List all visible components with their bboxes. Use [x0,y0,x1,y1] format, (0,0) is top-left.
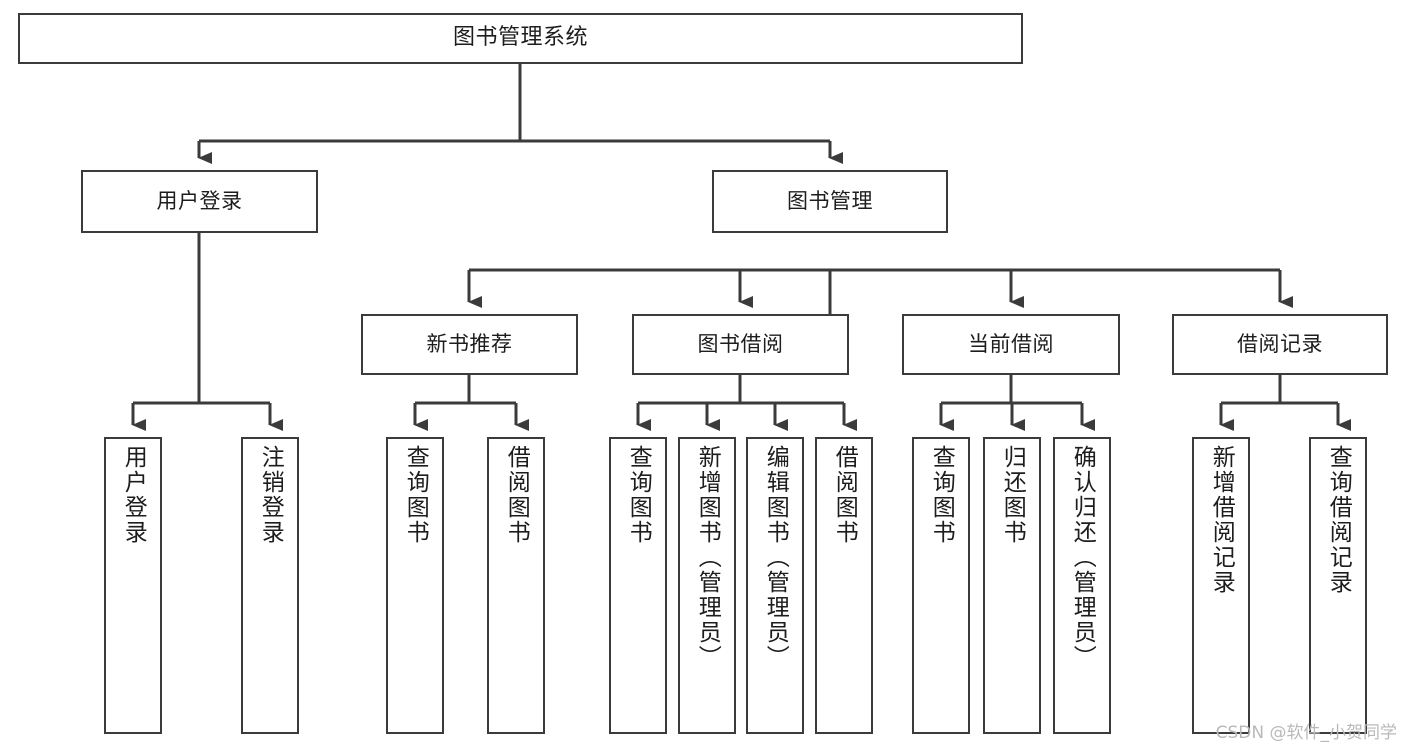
node-leaf-borrow-book-recommend[interactable]: 借阅图书 [487,437,545,734]
node-label: 当前借阅 [968,331,1054,356]
node-label: 图书借阅 [697,331,784,356]
node-leaf-query-borrow-record[interactable]: 查询借阅记录 [1309,437,1367,734]
node-label: 编辑图书（管理员） [762,445,789,670]
node-label: 用户登录 [156,188,243,213]
node-leaf-add-borrow-record[interactable]: 新增借阅记录 [1192,437,1250,734]
node-leaf-user-logout[interactable]: 注销登录 [241,437,299,734]
node-leaf-return-book[interactable]: 归还图书 [983,437,1041,734]
node-label: 确认归还（管理员） [1069,445,1096,670]
node-label: 新增图书（管理员） [694,445,721,670]
node-label: 查询借阅记录 [1325,445,1352,595]
node-current-borrow[interactable]: 当前借阅 [902,314,1120,375]
node-leaf-edit-book-admin[interactable]: 编辑图书（管理员） [746,437,804,734]
node-label: 新书推荐 [426,331,513,356]
node-leaf-user-login[interactable]: 用户登录 [104,437,162,734]
node-label: 图书管理 [787,188,873,213]
node-leaf-borrow-book-borrow[interactable]: 借阅图书 [815,437,873,734]
node-label: 注销登录 [257,445,284,545]
node-user-login[interactable]: 用户登录 [81,170,318,233]
node-label: 借阅图书 [831,445,858,545]
node-label: 借阅记录 [1237,331,1323,356]
node-label: 新增借阅记录 [1208,445,1235,595]
node-label: 查询图书 [402,445,429,545]
csdn-watermark: CSDN @软件_小贺同学 [1215,723,1397,743]
node-label: 借阅图书 [503,445,530,545]
node-leaf-query-book-recommend[interactable]: 查询图书 [386,437,444,734]
node-label: 归还图书 [999,445,1026,545]
node-new-book-recommend[interactable]: 新书推荐 [361,314,578,375]
node-label: 查询图书 [625,445,652,545]
node-label: 查询图书 [928,445,955,545]
node-book-manage[interactable]: 图书管理 [712,170,948,233]
node-book-borrow[interactable]: 图书借阅 [632,314,849,375]
node-leaf-confirm-return-admin[interactable]: 确认归还（管理员） [1053,437,1111,734]
node-leaf-add-book-admin[interactable]: 新增图书（管理员） [678,437,736,734]
node-borrow-record[interactable]: 借阅记录 [1172,314,1388,375]
node-leaf-query-book-borrow[interactable]: 查询图书 [609,437,667,734]
node-leaf-query-book-current[interactable]: 查询图书 [912,437,970,734]
node-root-system[interactable]: 图书管理系统 [18,13,1023,64]
node-label: 图书管理系统 [452,25,588,51]
node-label: 用户登录 [120,445,147,545]
